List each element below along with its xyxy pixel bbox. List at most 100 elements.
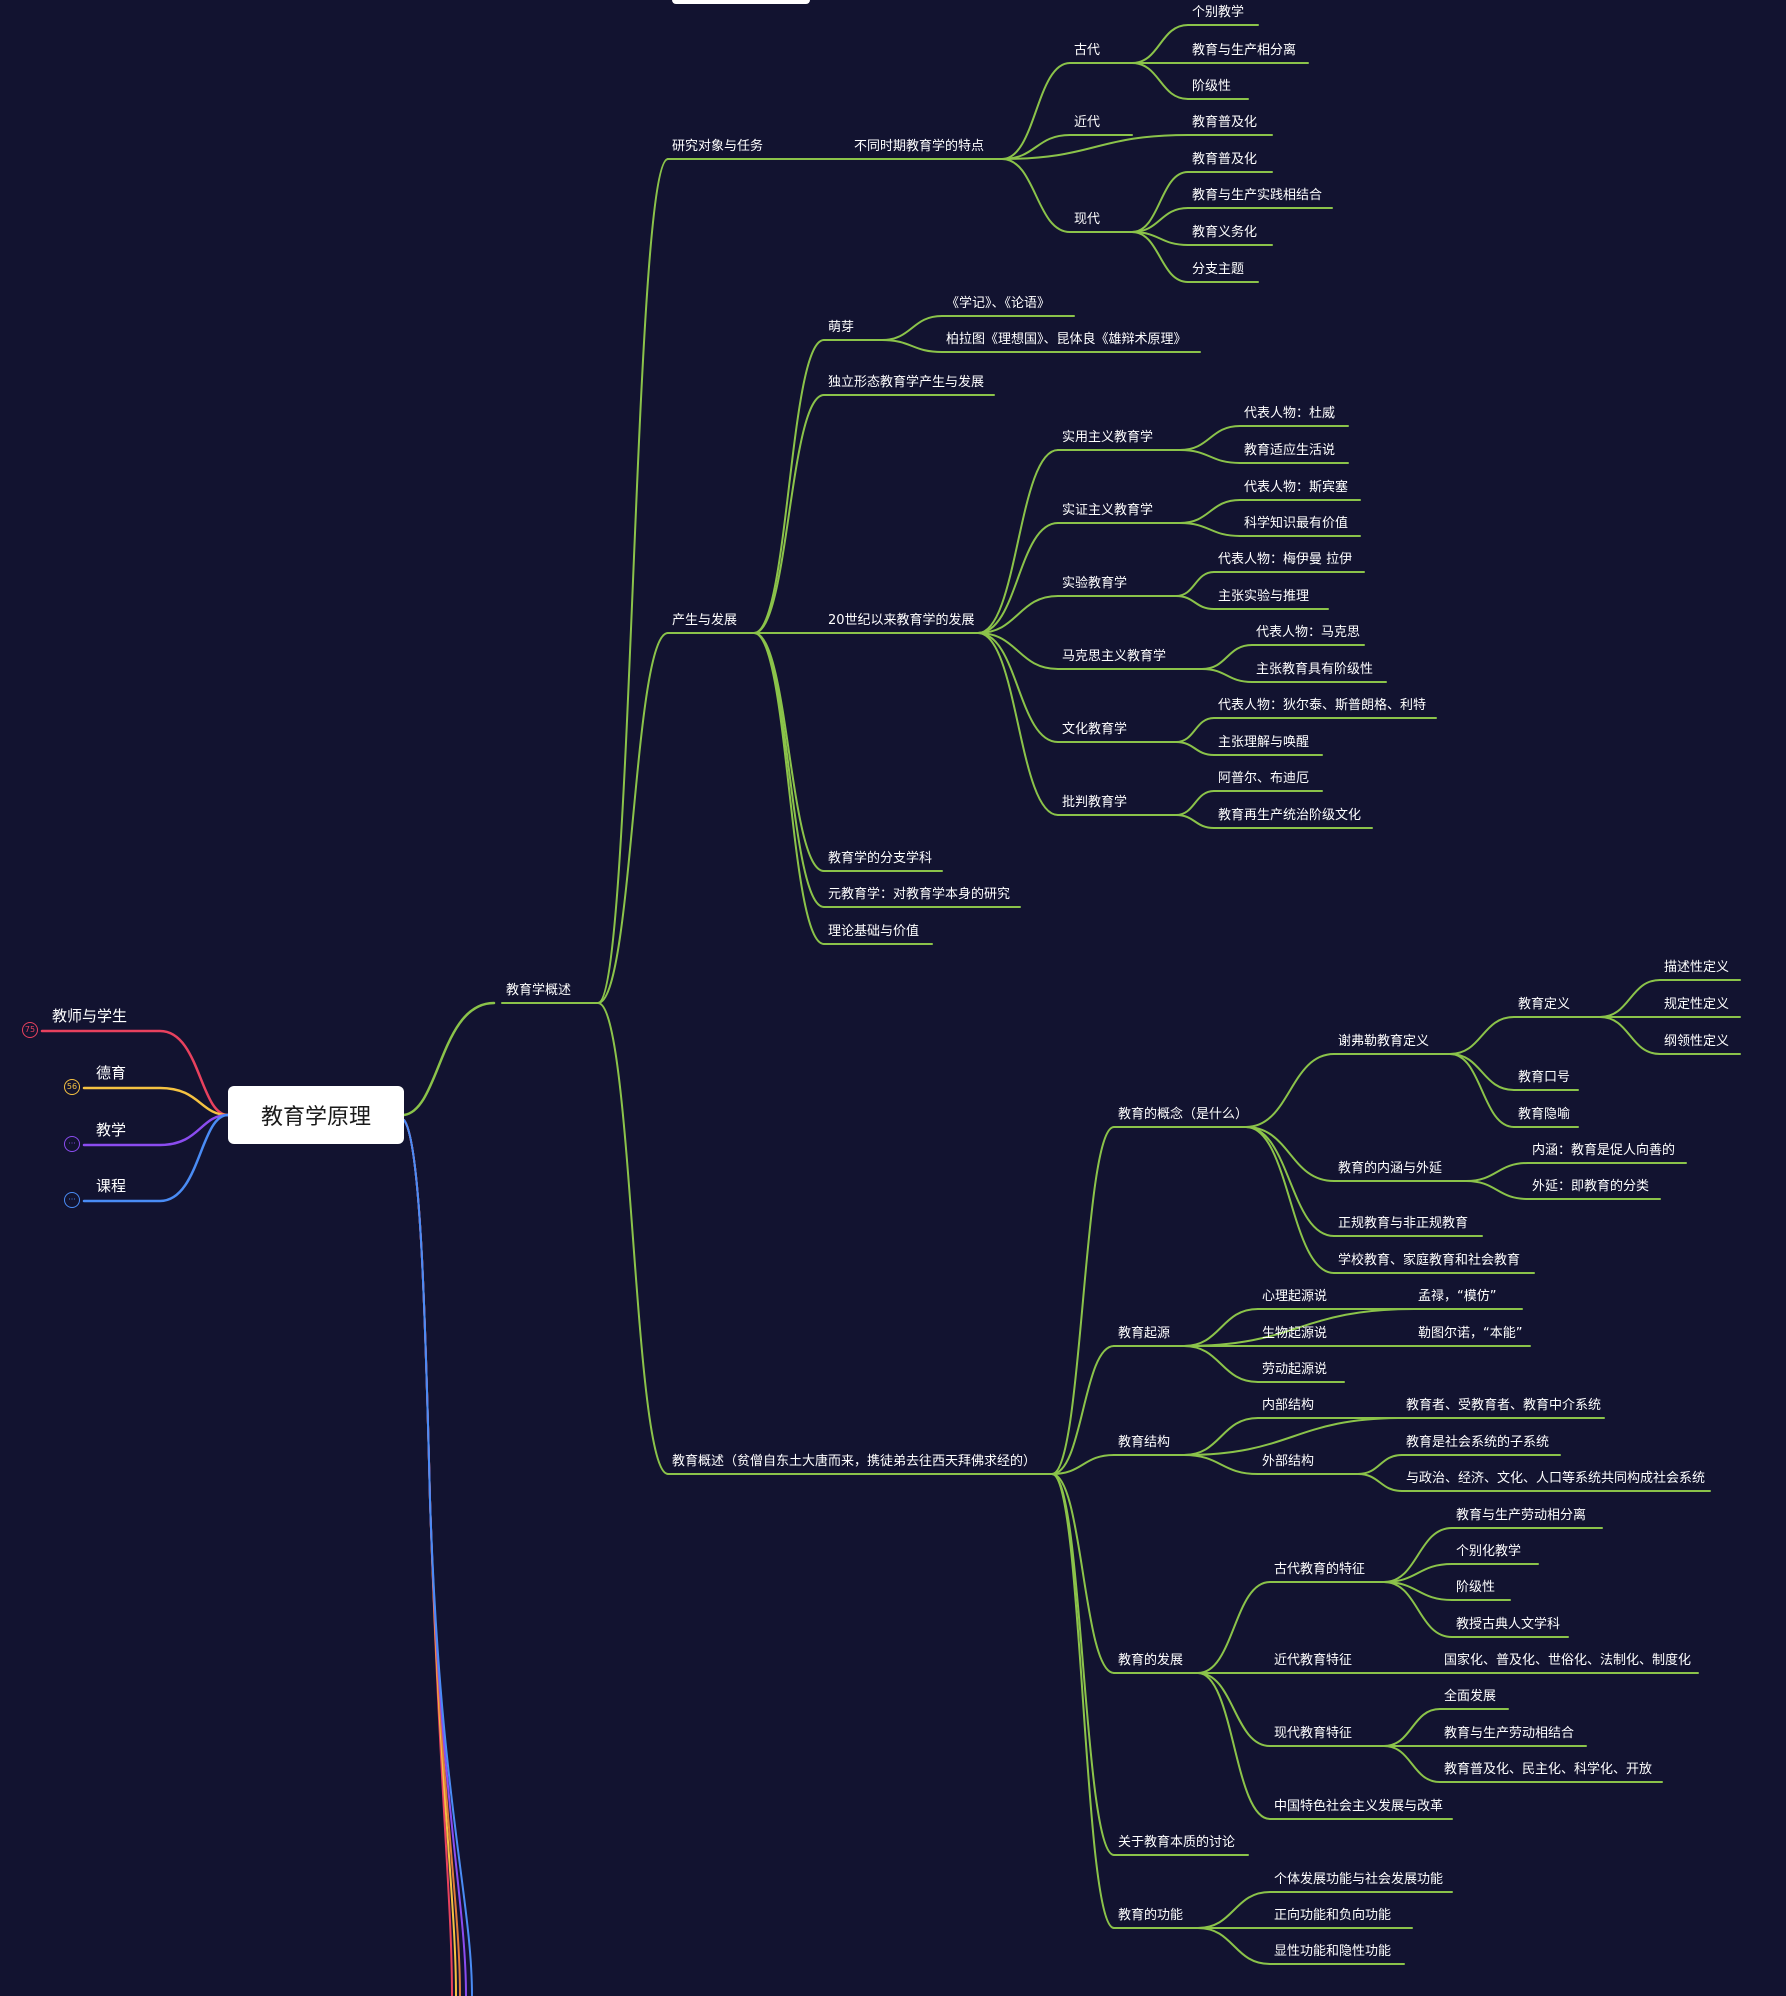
topic-node[interactable]: 内涵：教育是促人向善的 <box>1532 1143 1676 1158</box>
topic-node[interactable]: 教育与生产相分离 <box>1192 43 1297 58</box>
collapse-count-badge[interactable]: 75 <box>22 1022 38 1038</box>
topic-node[interactable]: 全面发展 <box>1444 1689 1497 1704</box>
topic-node[interactable]: 阿普尔、布迪厄 <box>1218 771 1310 786</box>
topic-node[interactable]: 教育普及化 <box>1192 115 1258 130</box>
branch-topic-node[interactable]: 课程 <box>96 1177 127 1195</box>
topic-node[interactable]: 学校教育、家庭教育和社会教育 <box>1338 1253 1521 1268</box>
topic-node[interactable]: 教育概述（贫僧自东土大唐而来，携徒弟去往西天拜佛求经的） <box>672 1454 1037 1469</box>
topic-node[interactable]: 萌芽 <box>828 320 855 335</box>
topic-node[interactable]: 现代 <box>1074 212 1101 227</box>
topic-node[interactable]: 教育学概述 <box>506 983 572 998</box>
topic-node[interactable]: 独立形态教育学产生与发展 <box>828 375 985 390</box>
topic-node[interactable]: 现代教育特征 <box>1274 1726 1353 1741</box>
topic-node[interactable]: 教育适应生活说 <box>1244 443 1336 458</box>
topic-node[interactable]: 个别化教学 <box>1456 1544 1522 1559</box>
topic-node[interactable]: 教育口号 <box>1518 1070 1571 1085</box>
topic-node[interactable]: 教育普及化、民主化、科学化、开放 <box>1444 1762 1653 1777</box>
topic-node[interactable]: 中国特色社会主义发展与改革 <box>1274 1799 1444 1814</box>
connector-n16-n18 <box>881 339 943 353</box>
topic-node[interactable]: 生物起源说 <box>1262 1326 1328 1341</box>
topic-node[interactable]: 文化教育学 <box>1062 722 1128 737</box>
topic-node[interactable]: 心理起源说 <box>1262 1289 1328 1304</box>
topic-node[interactable]: 勒图尔诺，“本能” <box>1418 1326 1523 1341</box>
connector-n69-n72 <box>1383 1581 1453 1601</box>
topic-node[interactable]: 批判教育学 <box>1062 795 1128 810</box>
topic-node[interactable]: 外延：即教育的分类 <box>1532 1179 1650 1194</box>
topic-node[interactable]: 实用主义教育学 <box>1062 430 1154 445</box>
topic-node[interactable]: 教育者、受教育者、教育中介系统 <box>1406 1398 1602 1413</box>
topic-node[interactable]: 纲领性定义 <box>1664 1034 1730 1049</box>
topic-node[interactable]: 教授古典人文学科 <box>1456 1617 1561 1632</box>
topic-node[interactable]: 教育与生产实践相结合 <box>1192 188 1323 203</box>
topic-node[interactable]: 主张实验与推理 <box>1218 589 1310 604</box>
connector-n45-n46 <box>1599 979 1661 1018</box>
topic-node[interactable]: 实证主义教育学 <box>1062 503 1154 518</box>
branch-topic-node[interactable]: 教学 <box>96 1121 127 1139</box>
topic-node[interactable]: 教育学的分支学科 <box>828 851 933 866</box>
topic-node[interactable]: 教育的功能 <box>1118 1908 1184 1923</box>
topic-node[interactable]: 正规教育与非正规教育 <box>1338 1216 1469 1231</box>
topic-node[interactable]: 与政治、经济、文化、人口等系统共同构成社会系统 <box>1406 1471 1706 1486</box>
topic-node[interactable]: 实验教育学 <box>1062 576 1128 591</box>
topic-node[interactable]: 孟禄，“模仿” <box>1418 1289 1497 1304</box>
topic-node[interactable]: 马克思主义教育学 <box>1062 649 1167 664</box>
topic-node[interactable]: 外部结构 <box>1262 1454 1315 1469</box>
topic-node[interactable]: 教育与生产劳动相结合 <box>1444 1726 1575 1741</box>
connector-n33-n35 <box>1175 741 1215 756</box>
topic-node[interactable]: 内部结构 <box>1262 1398 1315 1413</box>
topic-node[interactable]: 分支主题 <box>1192 262 1245 277</box>
topic-node[interactable]: 教育普及化 <box>1192 152 1258 167</box>
topic-node[interactable]: 产生与发展 <box>672 613 738 628</box>
branch-topic-node[interactable]: 教师与学生 <box>52 1007 128 1025</box>
topic-node[interactable]: 代表人物：斯宾塞 <box>1244 480 1349 495</box>
topic-node[interactable]: 教育是社会系统的子系统 <box>1406 1435 1550 1450</box>
topic-node[interactable]: 国家化、普及化、世俗化、法制化、制度化 <box>1444 1653 1692 1668</box>
connector-n44-n49 <box>1449 1053 1515 1091</box>
topic-node[interactable]: 教育义务化 <box>1192 225 1258 240</box>
topic-node[interactable]: 教育定义 <box>1518 997 1571 1012</box>
topic-node[interactable]: 教育的内涵与外延 <box>1338 1161 1443 1176</box>
topic-node[interactable]: 个体发展功能与社会发展功能 <box>1274 1872 1444 1887</box>
topic-node[interactable]: 古代 <box>1074 43 1101 58</box>
topic-node[interactable]: 理论基础与价值 <box>828 924 920 939</box>
topic-node[interactable]: 教育的发展 <box>1118 1653 1184 1668</box>
topic-node[interactable]: 教育结构 <box>1118 1435 1171 1450</box>
topic-node[interactable]: 主张理解与唤醒 <box>1218 735 1310 750</box>
topic-node[interactable]: 代表人物：杜威 <box>1244 406 1336 421</box>
collapse-count-badge[interactable]: ··· <box>64 1136 80 1152</box>
topic-node[interactable]: 教育再生产统治阶级文化 <box>1218 808 1362 823</box>
topic-node[interactable]: 近代 <box>1074 115 1101 130</box>
topic-node[interactable]: 正向功能和负向功能 <box>1274 1908 1392 1923</box>
topic-node[interactable]: 个别教学 <box>1192 5 1245 20</box>
topic-node[interactable]: 20世纪以来教育学的发展 <box>828 613 975 628</box>
topic-node[interactable]: 科学知识最有价值 <box>1244 516 1349 531</box>
collapse-count-badge[interactable]: 56 <box>64 1079 80 1095</box>
connector-n69-n73 <box>1383 1581 1453 1638</box>
topic-node[interactable]: 代表人物：狄尔泰、斯普朗格、利特 <box>1218 698 1427 713</box>
topic-node[interactable]: 显性功能和隐性功能 <box>1274 1944 1392 1959</box>
topic-node[interactable]: 教育的概念（是什么） <box>1118 1107 1249 1122</box>
topic-node[interactable]: 谢弗勒教育定义 <box>1338 1034 1430 1049</box>
topic-node[interactable]: 教育起源 <box>1118 1326 1171 1341</box>
topic-node[interactable]: 柏拉图《理想国》、昆体良《雄辩术原理》 <box>946 332 1187 347</box>
root-node[interactable]: 教育学原理 <box>228 1086 404 1144</box>
topic-node[interactable]: 代表人物：梅伊曼 拉伊 <box>1218 552 1353 567</box>
topic-node[interactable]: 代表人物：马克思 <box>1256 625 1361 640</box>
topic-node[interactable]: 教育隐喻 <box>1518 1107 1571 1122</box>
branch-topic-node[interactable]: 德育 <box>96 1064 127 1082</box>
topic-node[interactable]: 元教育学：对教育学本身的研究 <box>828 887 1011 902</box>
topic-node[interactable]: 《学记》、《论语》 <box>946 296 1051 311</box>
topic-node[interactable]: 描述性定义 <box>1664 960 1730 975</box>
topic-node[interactable]: 研究对象与任务 <box>672 139 764 154</box>
topic-node[interactable]: 近代教育特征 <box>1274 1653 1353 1668</box>
topic-node[interactable]: 劳动起源说 <box>1262 1362 1328 1377</box>
topic-node[interactable]: 阶级性 <box>1192 79 1232 94</box>
collapse-count-badge[interactable]: ··· <box>64 1192 80 1208</box>
topic-node[interactable]: 关于教育本质的讨论 <box>1118 1835 1236 1850</box>
topic-node[interactable]: 不同时期教育学的特点 <box>854 139 985 154</box>
topic-node[interactable]: 教育与生产劳动相分离 <box>1456 1508 1587 1523</box>
topic-node[interactable]: 规定性定义 <box>1664 997 1730 1012</box>
topic-node[interactable]: 主张教育具有阶级性 <box>1256 662 1374 677</box>
topic-node[interactable]: 古代教育的特征 <box>1274 1562 1366 1577</box>
topic-node[interactable]: 阶级性 <box>1456 1580 1496 1595</box>
